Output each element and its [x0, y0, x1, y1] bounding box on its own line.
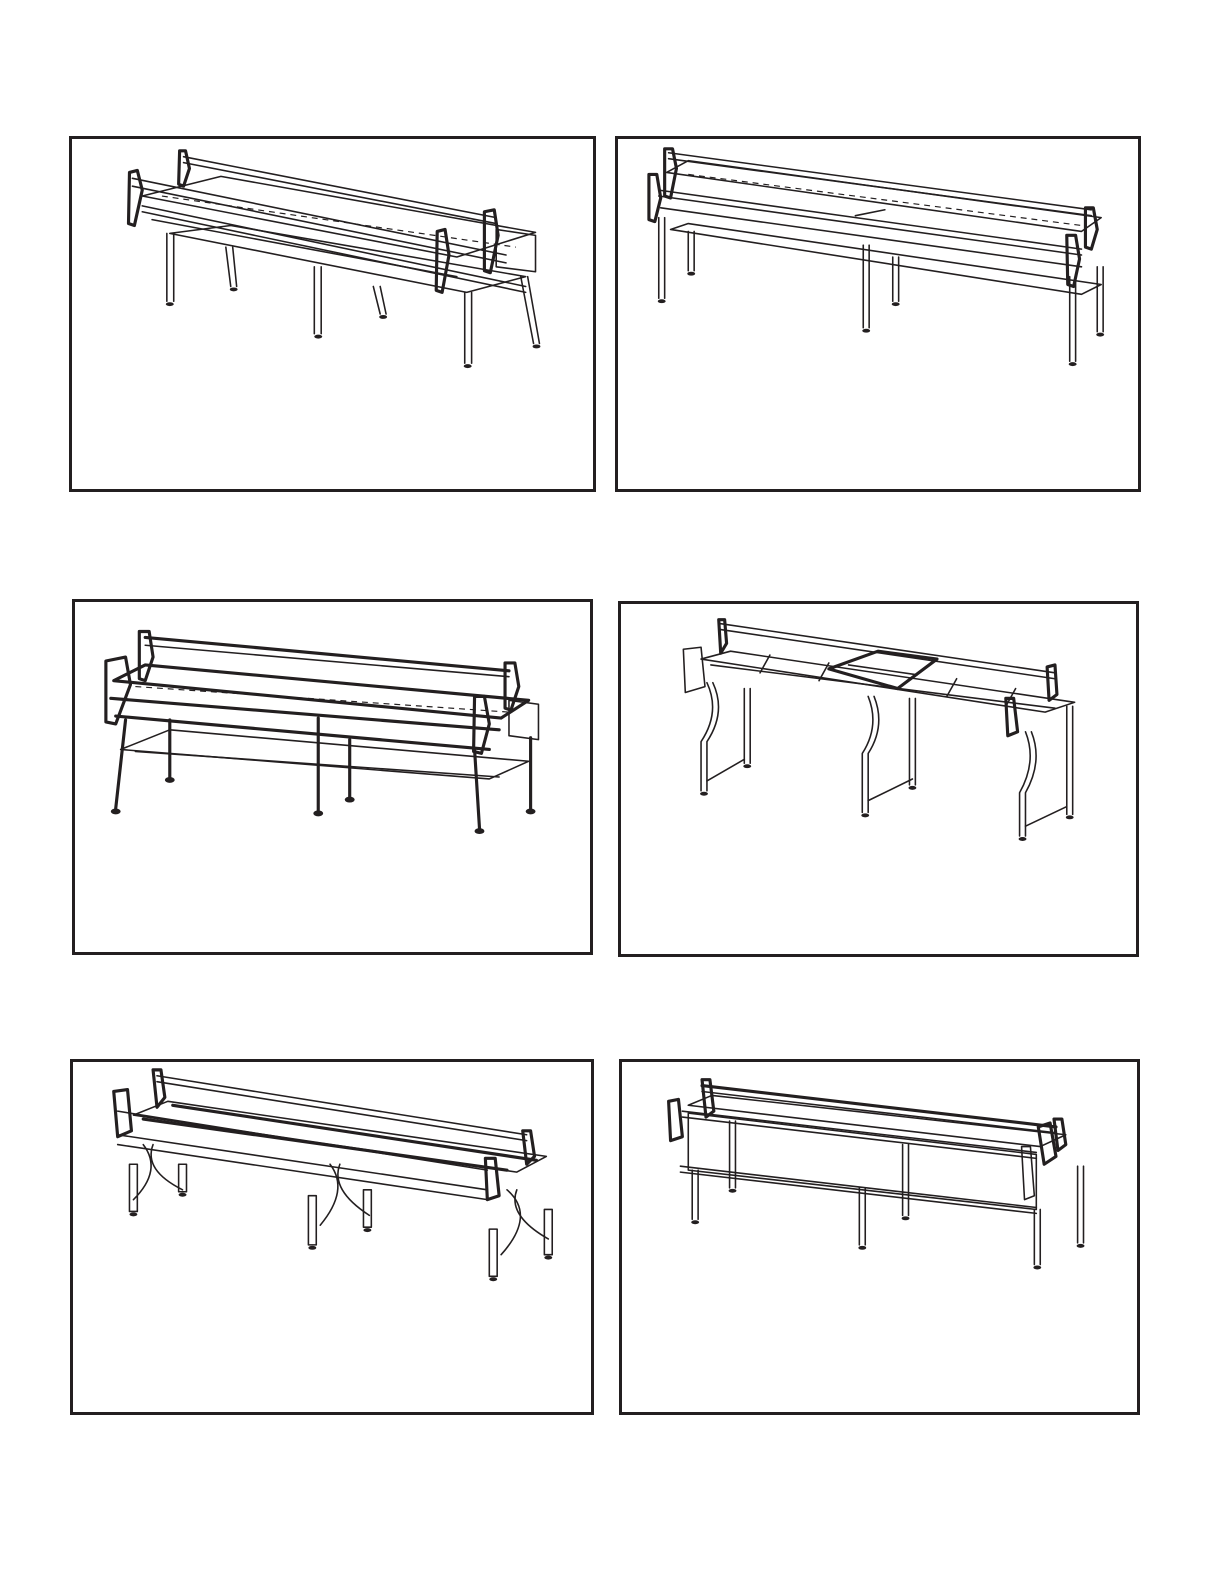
quilting-frame-drawing-4: [621, 604, 1136, 954]
frame-illustration-panel-1: [69, 136, 596, 492]
frame-illustration-panel-4: [618, 601, 1139, 957]
frame-illustration-panel-2: [615, 136, 1141, 492]
quilting-frame-drawing-1: [72, 139, 593, 489]
quilting-frame-drawing-5: [73, 1062, 591, 1412]
frame-illustration-panel-5: [70, 1059, 594, 1415]
frame-illustration-panel-6: [619, 1059, 1140, 1415]
frame-illustration-panel-3: [72, 599, 593, 955]
quilting-frame-drawing-2: [618, 139, 1138, 489]
quilting-frame-drawing-3: [75, 602, 590, 952]
quilting-frame-drawing-6: [622, 1062, 1137, 1412]
